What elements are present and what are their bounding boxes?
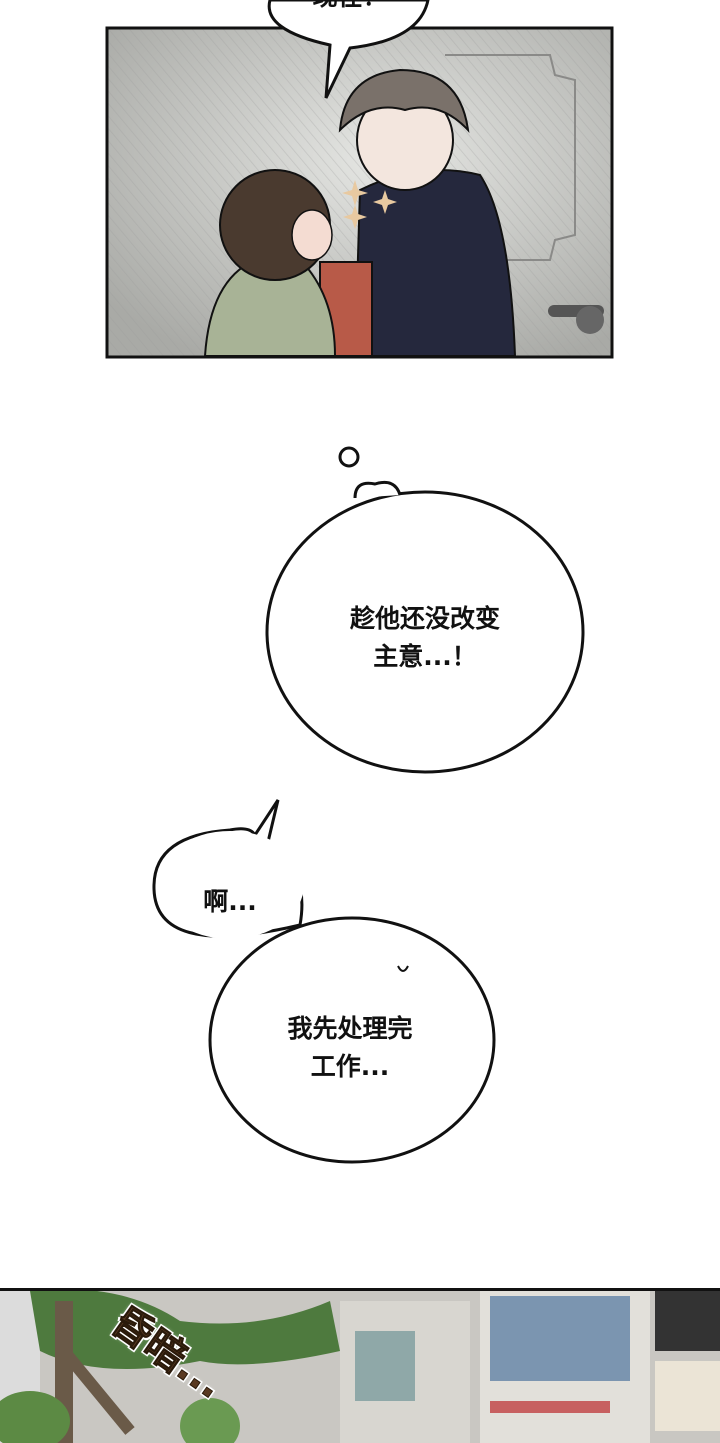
thought-bubble-1-text: 趁他还没改变 主意...！ — [300, 600, 550, 676]
comic-panel-2 — [0, 1288, 720, 1443]
man-hair — [338, 68, 470, 133]
panel-1-artwork — [105, 0, 614, 359]
door-frame — [445, 54, 576, 261]
top-bubble-text: 现在！ — [300, 0, 400, 16]
bubble-line: 趁他还没改变 — [349, 604, 500, 633]
comic-panel-1: 现在！ — [0, 0, 720, 370]
street-scene-artwork — [0, 1291, 720, 1443]
bubble-line: 我先处理完 — [287, 1014, 413, 1043]
man-shirt — [353, 169, 517, 356]
top-speech-bubble — [267, 0, 430, 99]
sparkle-effects — [342, 180, 397, 229]
bubble-line: 工作... — [310, 1052, 390, 1081]
bubble-line: 啊... — [203, 887, 257, 916]
speech-bubble-3-text: 我先处理完 工作... — [240, 1010, 460, 1086]
speech-bubble-2-text: 啊... — [180, 883, 280, 921]
bubble-line: 主意...！ — [373, 642, 477, 671]
